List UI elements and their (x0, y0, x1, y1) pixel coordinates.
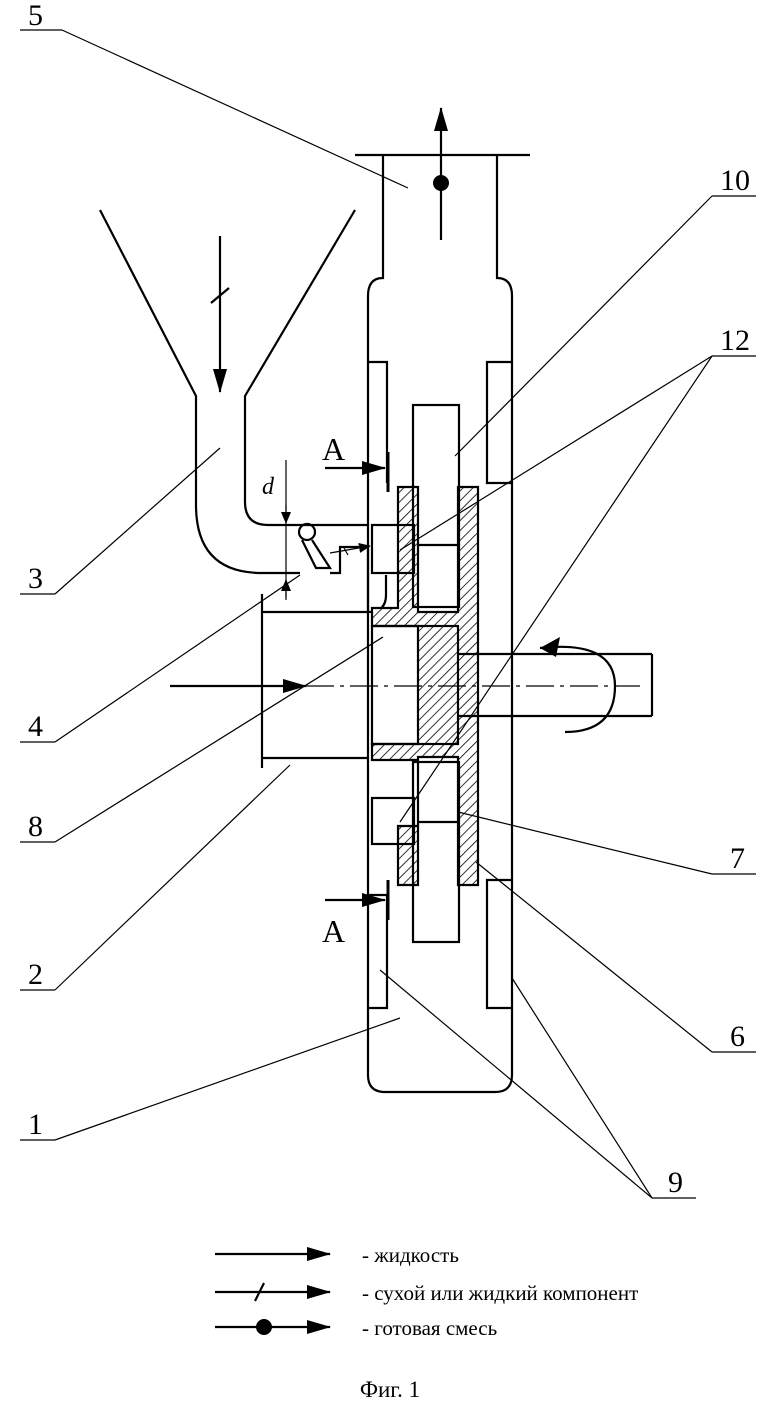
label-12: 12 (720, 324, 750, 357)
dimension-d: d (262, 460, 286, 600)
label-4: 4 (28, 710, 43, 743)
label-3: 3 (28, 562, 43, 595)
figure-caption: Фиг. 1 (360, 1377, 420, 1402)
label-6: 6 (730, 1020, 745, 1053)
legend-item-liquid: - жидкость (215, 1243, 459, 1267)
legend-item-mixture: - готовая смесь (215, 1316, 497, 1340)
label-10: 10 (720, 164, 750, 197)
legend-text-liquid: - жидкость (362, 1243, 459, 1267)
legend-item-component: - сухой или жидкий компонент (215, 1281, 638, 1305)
legend-text-component: - сухой или жидкий компонент (362, 1281, 638, 1305)
section-mark-bottom: A (322, 880, 388, 949)
dimension-label: d (262, 474, 275, 500)
flow-arrows (170, 108, 640, 732)
label-8: 8 (28, 810, 43, 843)
section-label-bottom: A (322, 913, 345, 949)
label-5: 5 (28, 0, 43, 32)
legend: - жидкость - сухой или жидкий компонент … (215, 1243, 638, 1340)
legend-text-mixture: - готовая смесь (362, 1316, 497, 1340)
label-9: 9 (668, 1166, 683, 1199)
section-label-top: A (322, 431, 345, 467)
label-2: 2 (28, 958, 43, 991)
label-7: 7 (730, 842, 745, 875)
label-1: 1 (28, 1108, 43, 1141)
section-mark-top: A (322, 431, 388, 492)
